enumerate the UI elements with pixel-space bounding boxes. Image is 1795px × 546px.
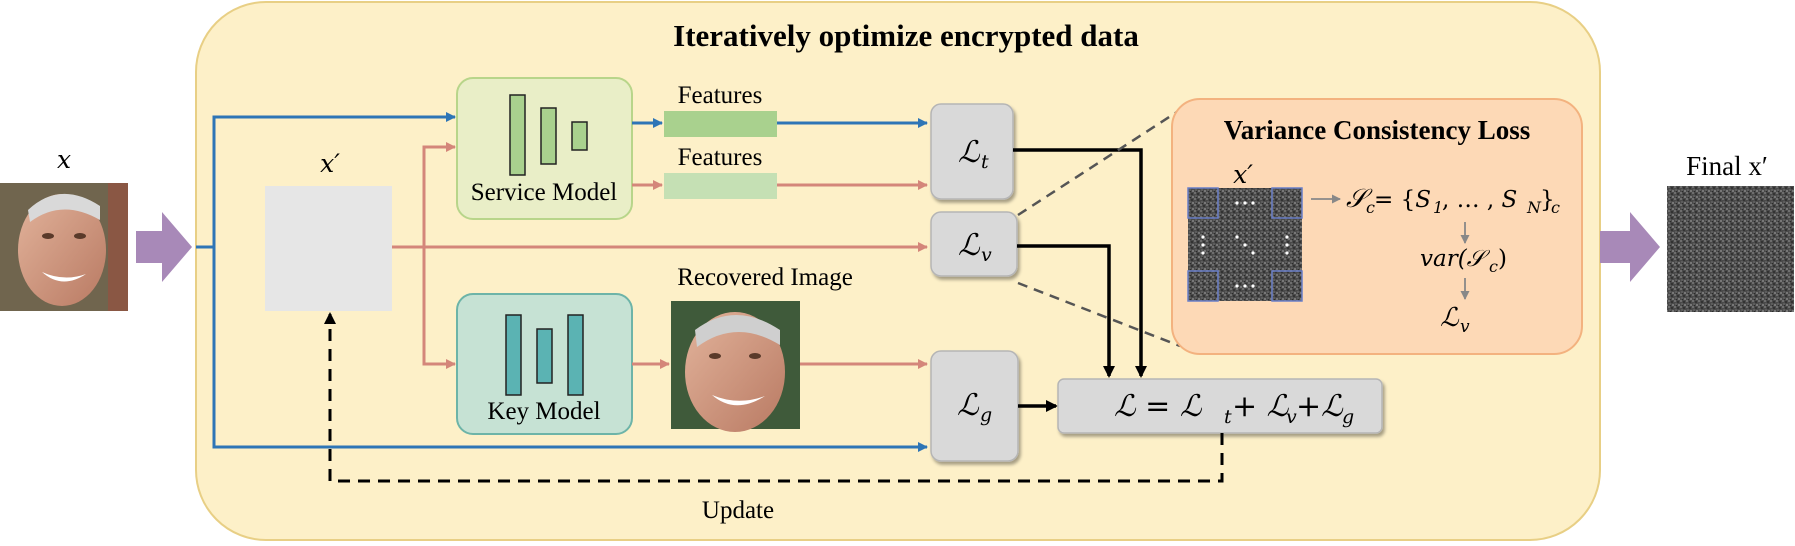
vcl-xprime: x′ [1233,160,1253,189]
vcl-set-rhs-1: 1 [1433,198,1443,217]
vcl-var-sub: c [1489,257,1498,276]
vcl-zoom-line-top [1017,108,1181,217]
input-face-image [0,183,128,311]
total-loss-sub-g: g [1342,406,1354,428]
output-label: Final x′ [1686,151,1768,181]
vcl-set-rhs-c: c [1551,198,1560,217]
vcl-var-expr: var(𝒮 [1420,246,1491,272]
vcl-set-sub: c [1366,198,1375,217]
loss-t-subscript: t [981,151,989,173]
features-label-1: Features [678,82,763,109]
loss-v-box: ℒ v [930,211,1018,277]
recovered-face-image [671,301,800,432]
input-to-lossg-arrow [212,247,928,452]
loss-v-subscript: v [981,244,992,266]
total-loss-plus-v: + ℒ [1232,389,1290,424]
recovered-image-label: Recovered Image [677,264,853,291]
features-bar-2 [664,173,777,199]
vcl-lv-sub: v [1460,317,1470,337]
key-model-box: Key Model [456,293,633,435]
total-loss-box: ℒ = ℒ t + ℒ v +ℒ g [1057,378,1383,434]
key-layer-3-icon [567,314,584,396]
loss-t-symbol: ℒ [958,135,981,170]
loss-g-symbol: ℒ [957,388,980,423]
vcl-set-rhs-mid: , … , 𝑆 [1442,187,1517,213]
encrypted-x-label: x′ [320,149,340,178]
vcl-zoom-line-bottom [1017,281,1181,348]
vcl-lv-symbol: ℒ [1440,303,1460,333]
encrypted-to-key-arrow [422,247,456,369]
encrypted-to-service-arrow [422,142,456,247]
loss-v-symbol: ℒ [958,228,981,263]
input-arrow-icon [136,212,192,282]
service-model-label: Service Model [471,179,618,206]
loss-g-subscript: g [980,404,992,426]
service-layer-2-icon [540,107,557,165]
service-model-box: Service Model [456,77,633,220]
vcl-title: Variance Consistency Loss [1224,115,1531,145]
container-title: Iteratively optimize encrypted data [673,18,1139,53]
vcl-var-close: ) [1498,246,1507,272]
output-noise-image [1667,186,1794,312]
service-layer-1-icon [509,94,526,176]
total-loss-lhs: ℒ = ℒ [1114,389,1203,424]
loss-g-box: ℒ g [930,350,1019,462]
features-bar-1 [664,111,777,137]
vcl-set-rhs-end: } [1540,187,1555,213]
total-loss-sub-t: t [1224,406,1232,428]
input-x-label: x [57,145,71,174]
update-loop-arrow [324,312,1224,483]
key-layer-1-icon [505,314,522,396]
vcl-box: Variance Consistency Loss x′ 𝒮 c = {𝑆 1 … [1171,98,1583,355]
service-layer-3-icon [571,121,588,151]
losst-to-total-arrow [1013,148,1147,378]
encrypted-image-placeholder [265,186,392,311]
key-model-label: Key Model [487,398,600,425]
input-to-service-arrow [196,112,456,249]
key-layer-2-icon [536,328,553,384]
vcl-set-rhs-n: N [1526,198,1542,217]
total-loss-sub-v: v [1286,406,1297,428]
output-arrow-icon [1600,212,1660,282]
total-loss-plus-g: +ℒ [1296,389,1344,424]
lossv-to-total-arrow [1017,244,1115,378]
vcl-set-rhs: = {𝑆 [1374,187,1431,213]
loss-t-box: ℒ t [930,103,1014,200]
update-label: Update [702,497,774,524]
vcl-noise-image [1187,187,1303,302]
features-label-2: Features [678,144,763,171]
